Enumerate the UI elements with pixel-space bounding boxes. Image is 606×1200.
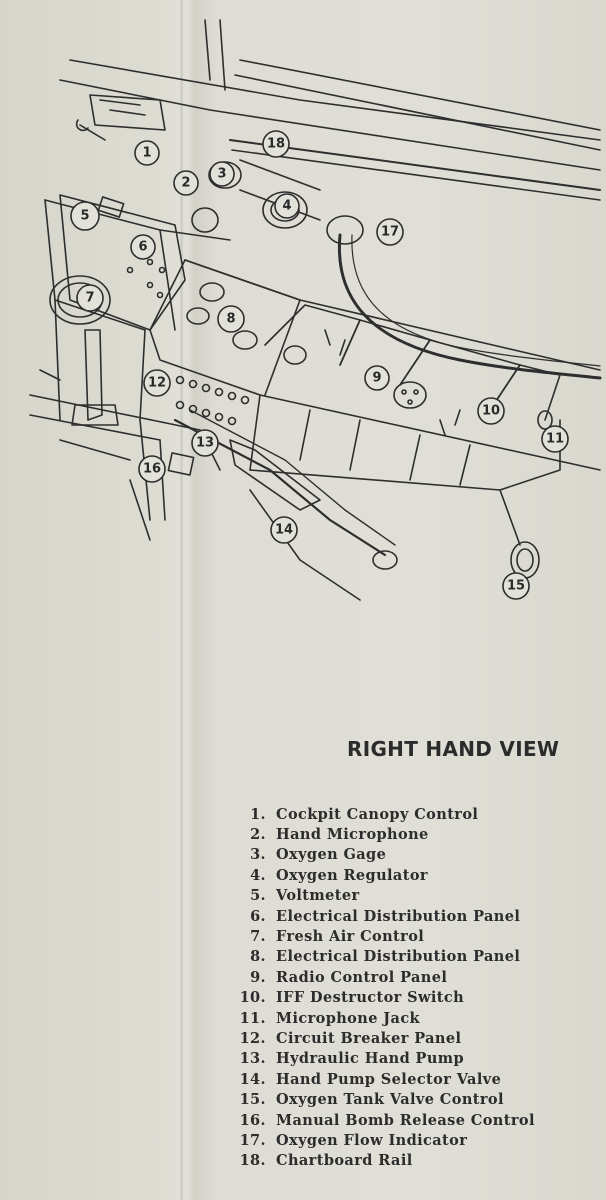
legend-number: 16. xyxy=(239,1111,266,1129)
legend-number: 8. xyxy=(250,948,266,966)
legend-item: 15. Oxygen Tank Valve Control xyxy=(234,1089,535,1109)
callout-4 xyxy=(274,193,300,219)
legend-item: 5. Voltmeter xyxy=(234,886,535,906)
parts-legend: 1. Cockpit Canopy Control 2. Hand Micropho… xyxy=(234,804,535,1171)
legend-number: 14. xyxy=(239,1070,266,1088)
legend-item: 10. IFF Destructor Switch xyxy=(234,988,535,1008)
legend-item: 9. Radio Control Panel xyxy=(234,967,535,987)
legend-label: Hand Pump Selector Valve xyxy=(276,1070,502,1088)
legend-item: 13. Hydraulic Hand Pump xyxy=(234,1049,535,1069)
callout-10 xyxy=(477,397,505,425)
legend-number: 12. xyxy=(239,1029,266,1047)
callout-6 xyxy=(130,234,156,260)
legend-item: 14. Hand Pump Selector Valve xyxy=(234,1069,535,1089)
legend-item: 17. Oxygen Flow Indicator xyxy=(234,1130,535,1150)
callout-label-16: 16 xyxy=(143,462,161,477)
callout-7 xyxy=(76,284,104,312)
legend-label: Fresh Air Control xyxy=(276,928,425,946)
page-fold xyxy=(180,0,184,1200)
legend-label: Oxygen Tank Valve Control xyxy=(276,1091,504,1109)
callout-label-12: 12 xyxy=(148,376,166,391)
callout-label-2: 2 xyxy=(181,176,190,191)
legend-label: IFF Destructor Switch xyxy=(276,989,465,1007)
legend-number: 9. xyxy=(250,968,266,986)
callout-label-8: 8 xyxy=(226,312,235,327)
callout-3 xyxy=(209,161,235,187)
callout-label-1: 1 xyxy=(142,146,151,161)
callout-8 xyxy=(217,305,245,333)
legend-number: 13. xyxy=(239,1050,266,1068)
legend-number: 18. xyxy=(239,1152,266,1170)
callout-15 xyxy=(502,572,530,600)
cockpit-diagram: 1 2 3 4 5 6 7 8 9 10 11 12 13 14 15 16 1… xyxy=(29,19,602,601)
view-heading: RIGHT HAND VIEW xyxy=(347,737,560,761)
callout-label-10: 10 xyxy=(482,404,500,419)
callout-1 xyxy=(134,140,160,166)
callout-2 xyxy=(173,170,199,196)
legend-number: 3. xyxy=(250,846,266,864)
callout-13 xyxy=(191,429,219,457)
callout-label-5: 5 xyxy=(80,209,89,224)
legend-number: 1. xyxy=(250,805,266,823)
legend-number: 6. xyxy=(250,907,266,925)
legend-item: 18. Chartboard Rail xyxy=(234,1151,535,1171)
callout-label-11: 11 xyxy=(546,432,564,447)
legend-label: Hand Microphone xyxy=(276,826,429,844)
callout-label-18: 18 xyxy=(267,137,285,152)
legend-label: Oxygen Regulator xyxy=(276,866,428,884)
callout-label-15: 15 xyxy=(507,579,525,594)
legend-number: 17. xyxy=(239,1131,266,1149)
legend-label: Radio Control Panel xyxy=(276,968,448,986)
callout-label-9: 9 xyxy=(372,371,381,386)
legend-item: 3. Oxygen Gage xyxy=(234,845,535,865)
callout-9 xyxy=(364,365,390,391)
legend-label: Hydraulic Hand Pump xyxy=(276,1050,465,1068)
legend-item: 1. Cockpit Canopy Control xyxy=(234,804,535,824)
legend-label: Electrical Distribution Panel xyxy=(276,907,521,925)
legend-item: 7. Fresh Air Control xyxy=(234,926,535,946)
callout-label-14: 14 xyxy=(275,523,293,538)
legend-label: Voltmeter xyxy=(276,887,360,905)
callout-label-17: 17 xyxy=(381,225,399,240)
legend-label: Chartboard Rail xyxy=(276,1152,413,1170)
callout-18 xyxy=(262,130,290,158)
callout-17 xyxy=(376,218,404,246)
callout-label-4: 4 xyxy=(282,199,291,214)
legend-item: 16. Manual Bomb Release Control xyxy=(234,1110,535,1130)
legend-number: 10. xyxy=(239,989,266,1007)
callout-5 xyxy=(70,201,100,231)
legend-number: 7. xyxy=(250,928,266,946)
legend-label: Electrical Distribution Panel xyxy=(276,948,521,966)
legend-label: Manual Bomb Release Control xyxy=(276,1111,535,1129)
legend-item: 11. Microphone Jack xyxy=(234,1008,535,1028)
callout-label-13: 13 xyxy=(196,436,214,451)
legend-label: Circuit Breaker Panel xyxy=(276,1029,462,1047)
legend-label: Oxygen Flow Indicator xyxy=(276,1131,468,1149)
legend-item: 4. Oxygen Regulator xyxy=(234,865,535,885)
callout-label-6: 6 xyxy=(138,240,147,255)
legend-number: 4. xyxy=(250,866,266,884)
legend-label: Microphone Jack xyxy=(276,1009,420,1027)
callout-12 xyxy=(143,369,171,397)
callout-label-7: 7 xyxy=(85,291,94,306)
legend-number: 15. xyxy=(239,1091,266,1109)
legend-item: 6. Electrical Distribution Panel xyxy=(234,906,535,926)
callout-11 xyxy=(541,425,569,453)
legend-number: 2. xyxy=(250,826,266,844)
legend-label: Oxygen Gage xyxy=(276,846,387,864)
legend-item: 8. Electrical Distribution Panel xyxy=(234,947,535,967)
legend-number: 5. xyxy=(250,887,266,905)
cockpit-illustration: 1 2 3 4 5 6 7 8 9 10 11 12 13 14 15 16 1… xyxy=(29,19,602,601)
legend-item: 2. Hand Microphone xyxy=(234,824,535,844)
legend-label: Cockpit Canopy Control xyxy=(276,805,479,823)
callout-label-3: 3 xyxy=(217,167,226,182)
callout-14 xyxy=(270,516,298,544)
legend-number: 11. xyxy=(239,1009,266,1027)
legend-item: 12. Circuit Breaker Panel xyxy=(234,1028,535,1048)
callout-16 xyxy=(138,455,166,483)
